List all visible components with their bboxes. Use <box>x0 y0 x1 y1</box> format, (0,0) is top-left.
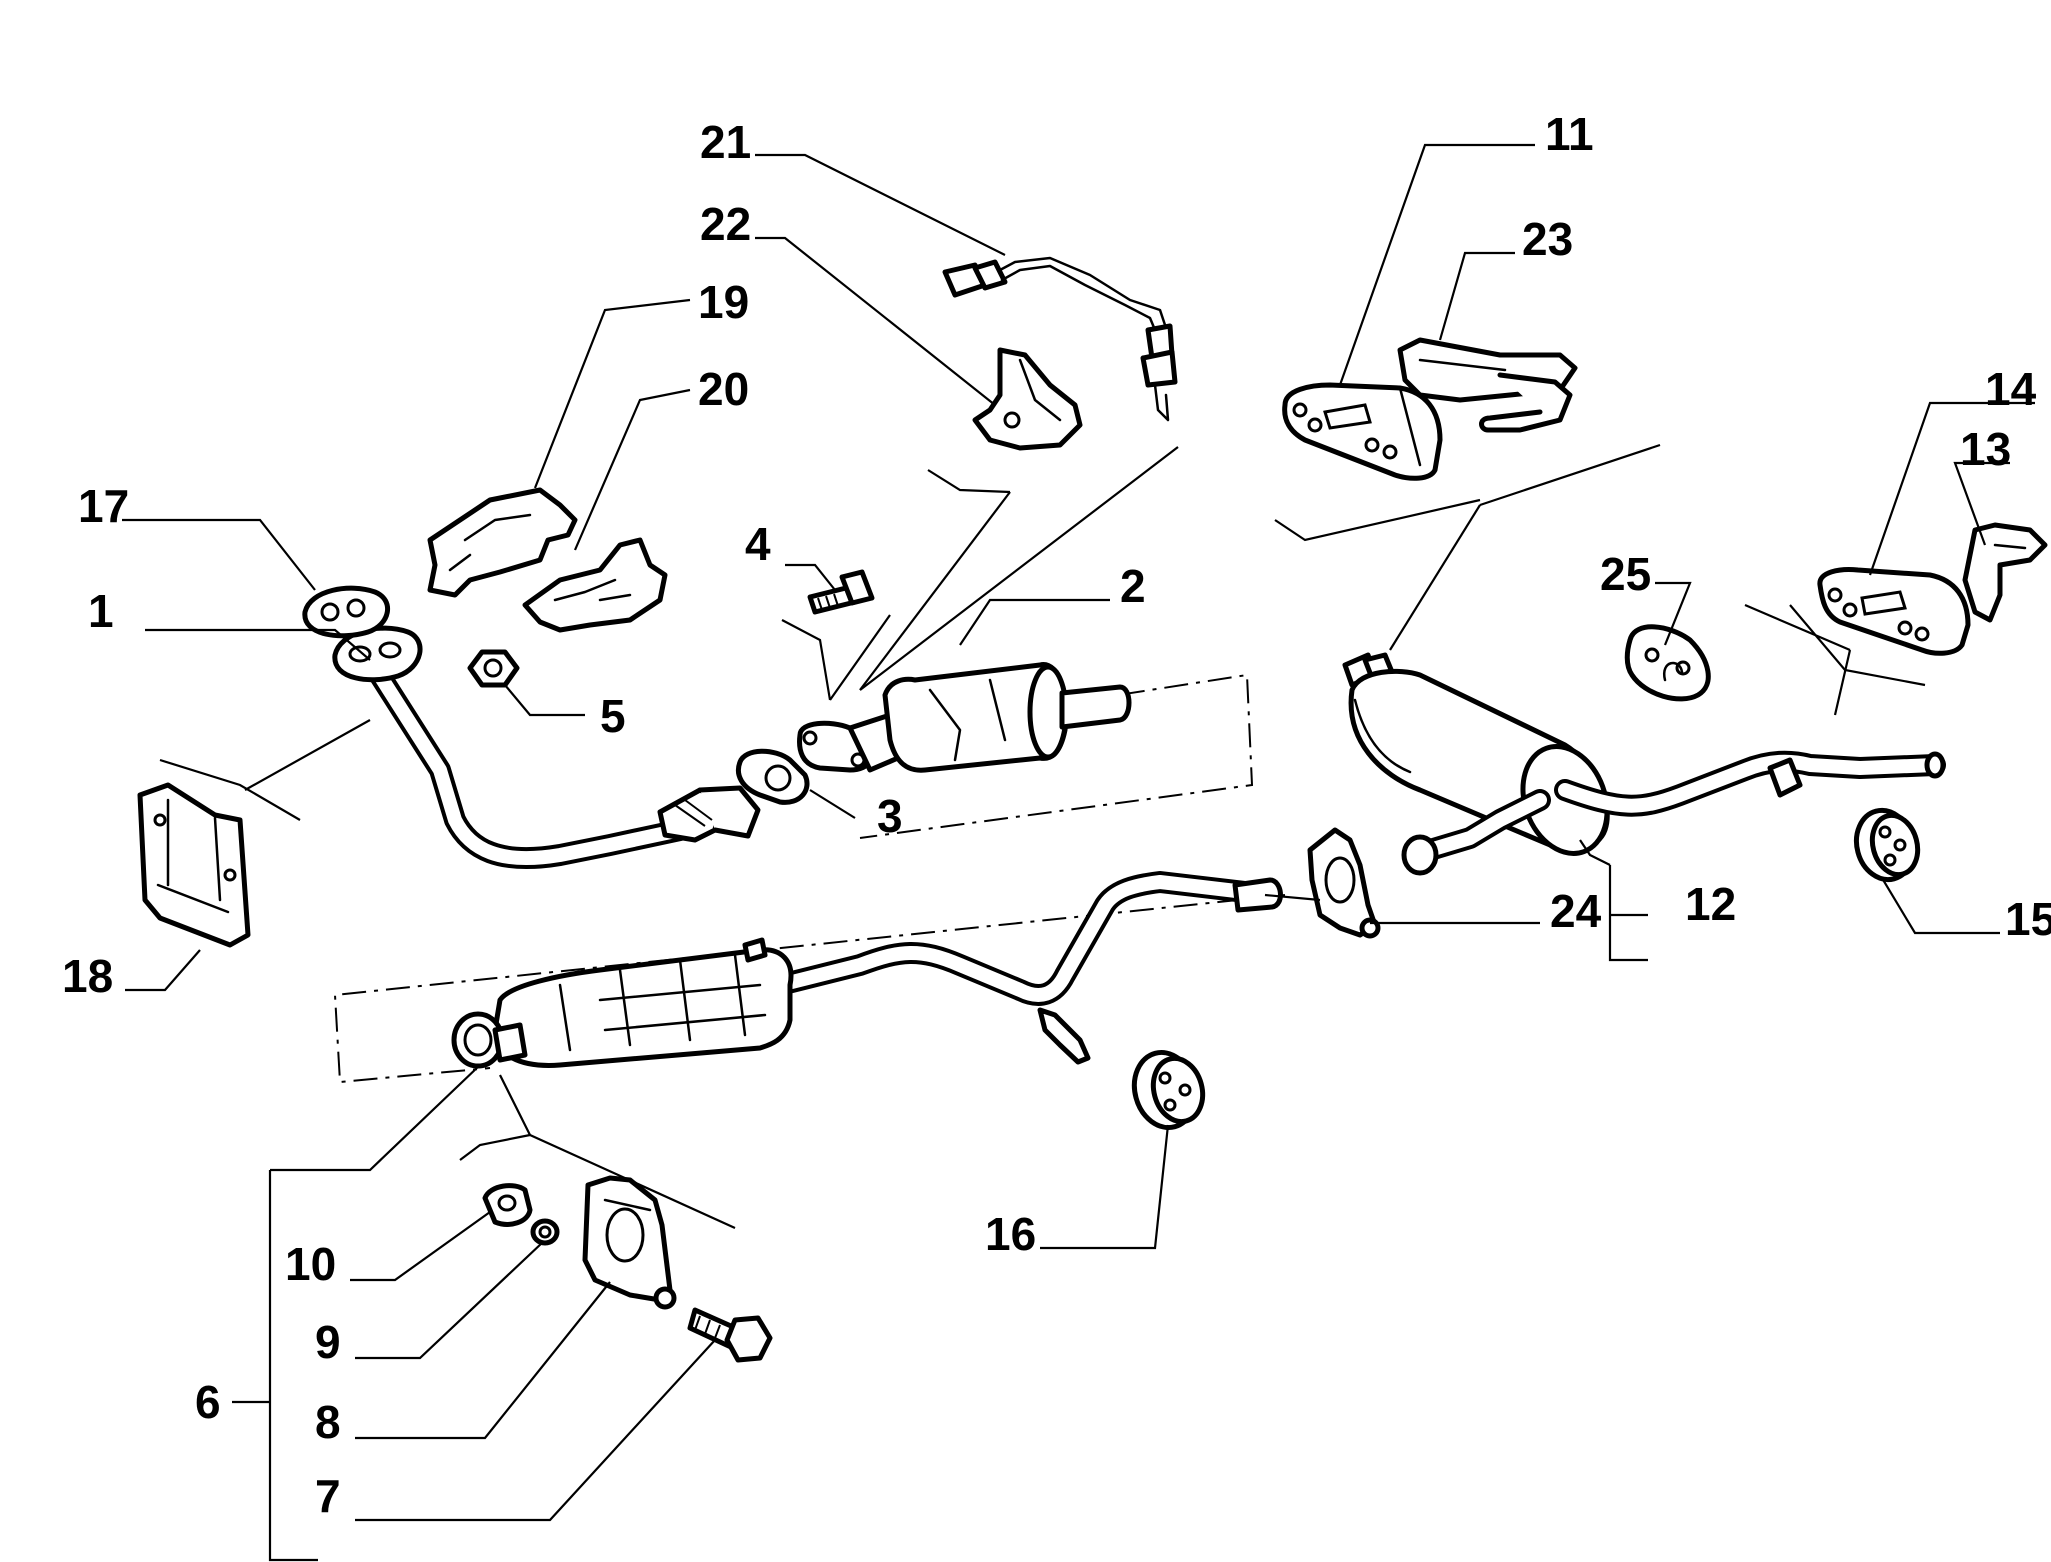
oxygen-sensor <box>942 256 1178 422</box>
rear-clamp <box>1307 827 1381 939</box>
label-10: 10 <box>285 1238 336 1290</box>
label-20: 20 <box>698 363 749 415</box>
label-15: 15 <box>2005 893 2051 945</box>
rear-muffler <box>1342 652 1946 876</box>
rubber-mount-rear <box>1282 382 1443 481</box>
clamp-8 <box>582 1175 677 1310</box>
label-21: 21 <box>700 116 751 168</box>
label-4: 4 <box>745 518 771 570</box>
label-25: 25 <box>1600 548 1651 600</box>
rubber-mount-tail <box>1817 567 1971 656</box>
leader-lines <box>122 143 2035 1562</box>
label-23: 23 <box>1522 213 1573 265</box>
label-17: 17 <box>78 480 129 532</box>
label-11: 11 <box>1545 108 1594 160</box>
rubber-ring-small <box>1624 624 1711 702</box>
rubber-ring-center <box>1131 1049 1206 1131</box>
label-2: 2 <box>1120 560 1146 612</box>
label-5: 5 <box>600 690 626 742</box>
hex-nut <box>467 649 520 688</box>
hanger-tail <box>1962 522 2048 623</box>
label-7: 7 <box>315 1470 341 1522</box>
catalytic-converter <box>797 662 1132 773</box>
label-24: 24 <box>1550 885 1602 937</box>
label-22: 22 <box>700 198 751 250</box>
label-8: 8 <box>315 1396 341 1448</box>
assembly-outline-center <box>333 894 1286 1084</box>
label-6: 6 <box>195 1376 221 1428</box>
hanger-bracket-rear <box>1397 337 1578 433</box>
connection-lines <box>159 443 1926 1230</box>
bolt <box>807 569 875 615</box>
label-9: 9 <box>315 1316 341 1368</box>
downpipe-gasket <box>302 585 391 639</box>
sensor-bracket <box>972 347 1083 451</box>
label-3: 3 <box>877 790 903 842</box>
nut-10 <box>482 1183 533 1227</box>
front-downpipe <box>332 625 761 869</box>
center-silencer <box>451 871 1283 1069</box>
catalyst-gasket <box>735 748 810 805</box>
label-19: 19 <box>698 276 749 328</box>
label-18: 18 <box>62 950 113 1002</box>
part-number-labels: 1 2 3 4 5 6 7 8 9 10 11 12 13 14 15 16 1… <box>62 108 2051 1522</box>
label-13: 13 <box>1960 423 2011 475</box>
heat-shield-upper <box>427 487 578 598</box>
downpipe-bracket <box>137 782 251 948</box>
label-16: 16 <box>985 1208 1036 1260</box>
heat-shield-lower <box>522 537 668 633</box>
washer-9 <box>530 1218 560 1246</box>
label-1: 1 <box>88 585 114 637</box>
label-12: 12 <box>1685 878 1736 930</box>
bolt-7 <box>687 1307 773 1363</box>
label-14: 14 <box>1985 363 2037 415</box>
rubber-ring-rear <box>1853 807 1921 883</box>
